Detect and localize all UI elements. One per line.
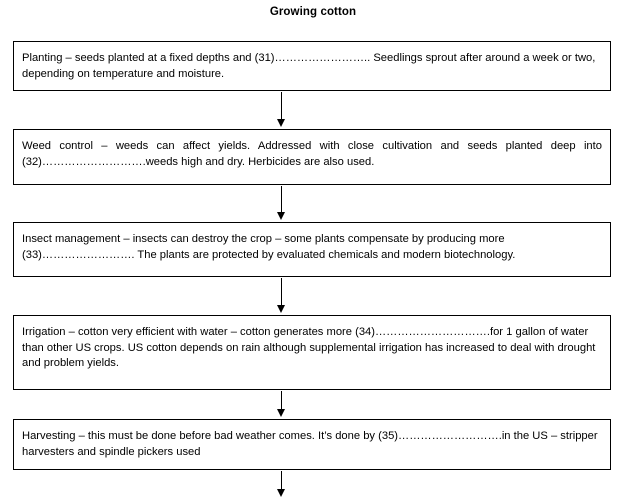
flow-step-text-irrigation: Irrigation – cotton very efficient with … [22, 326, 596, 369]
down-arrow-icon [275, 391, 290, 418]
down-arrow-icon [275, 471, 290, 498]
arrow-head [277, 305, 285, 313]
arrow-shaft [281, 186, 282, 213]
flow-step-box-weed-control: Weed control – weeds can affect yields. … [13, 129, 611, 185]
flow-step-text-weed-control: Weed control – weeds can affect yields. … [22, 140, 602, 168]
arrow-head [277, 119, 285, 127]
down-arrow-icon [275, 92, 290, 128]
arrow-shaft [281, 391, 282, 410]
flow-step-box-planting: Planting – seeds planted at a fixed dept… [13, 41, 611, 91]
down-arrow-icon [275, 186, 290, 221]
arrow-shaft [281, 278, 282, 306]
flow-step-box-irrigation: Irrigation – cotton very efficient with … [13, 315, 611, 390]
down-arrow-icon [275, 278, 290, 314]
arrow-head [277, 489, 285, 497]
flow-step-text-insect-management: Insect management – insects can destroy … [22, 233, 516, 261]
flow-step-box-insect-management: Insect management – insects can destroy … [13, 222, 611, 277]
arrow-shaft [281, 471, 282, 490]
arrow-head [277, 212, 285, 220]
flow-step-text-planting: Planting – seeds planted at a fixed dept… [22, 52, 596, 80]
arrow-shaft [281, 92, 282, 120]
flow-step-text-harvesting: Harvesting – this must be done before ba… [22, 430, 598, 458]
arrow-head [277, 409, 285, 417]
page-title: Growing cotton [269, 6, 357, 18]
flow-step-box-harvesting: Harvesting – this must be done before ba… [13, 419, 611, 470]
